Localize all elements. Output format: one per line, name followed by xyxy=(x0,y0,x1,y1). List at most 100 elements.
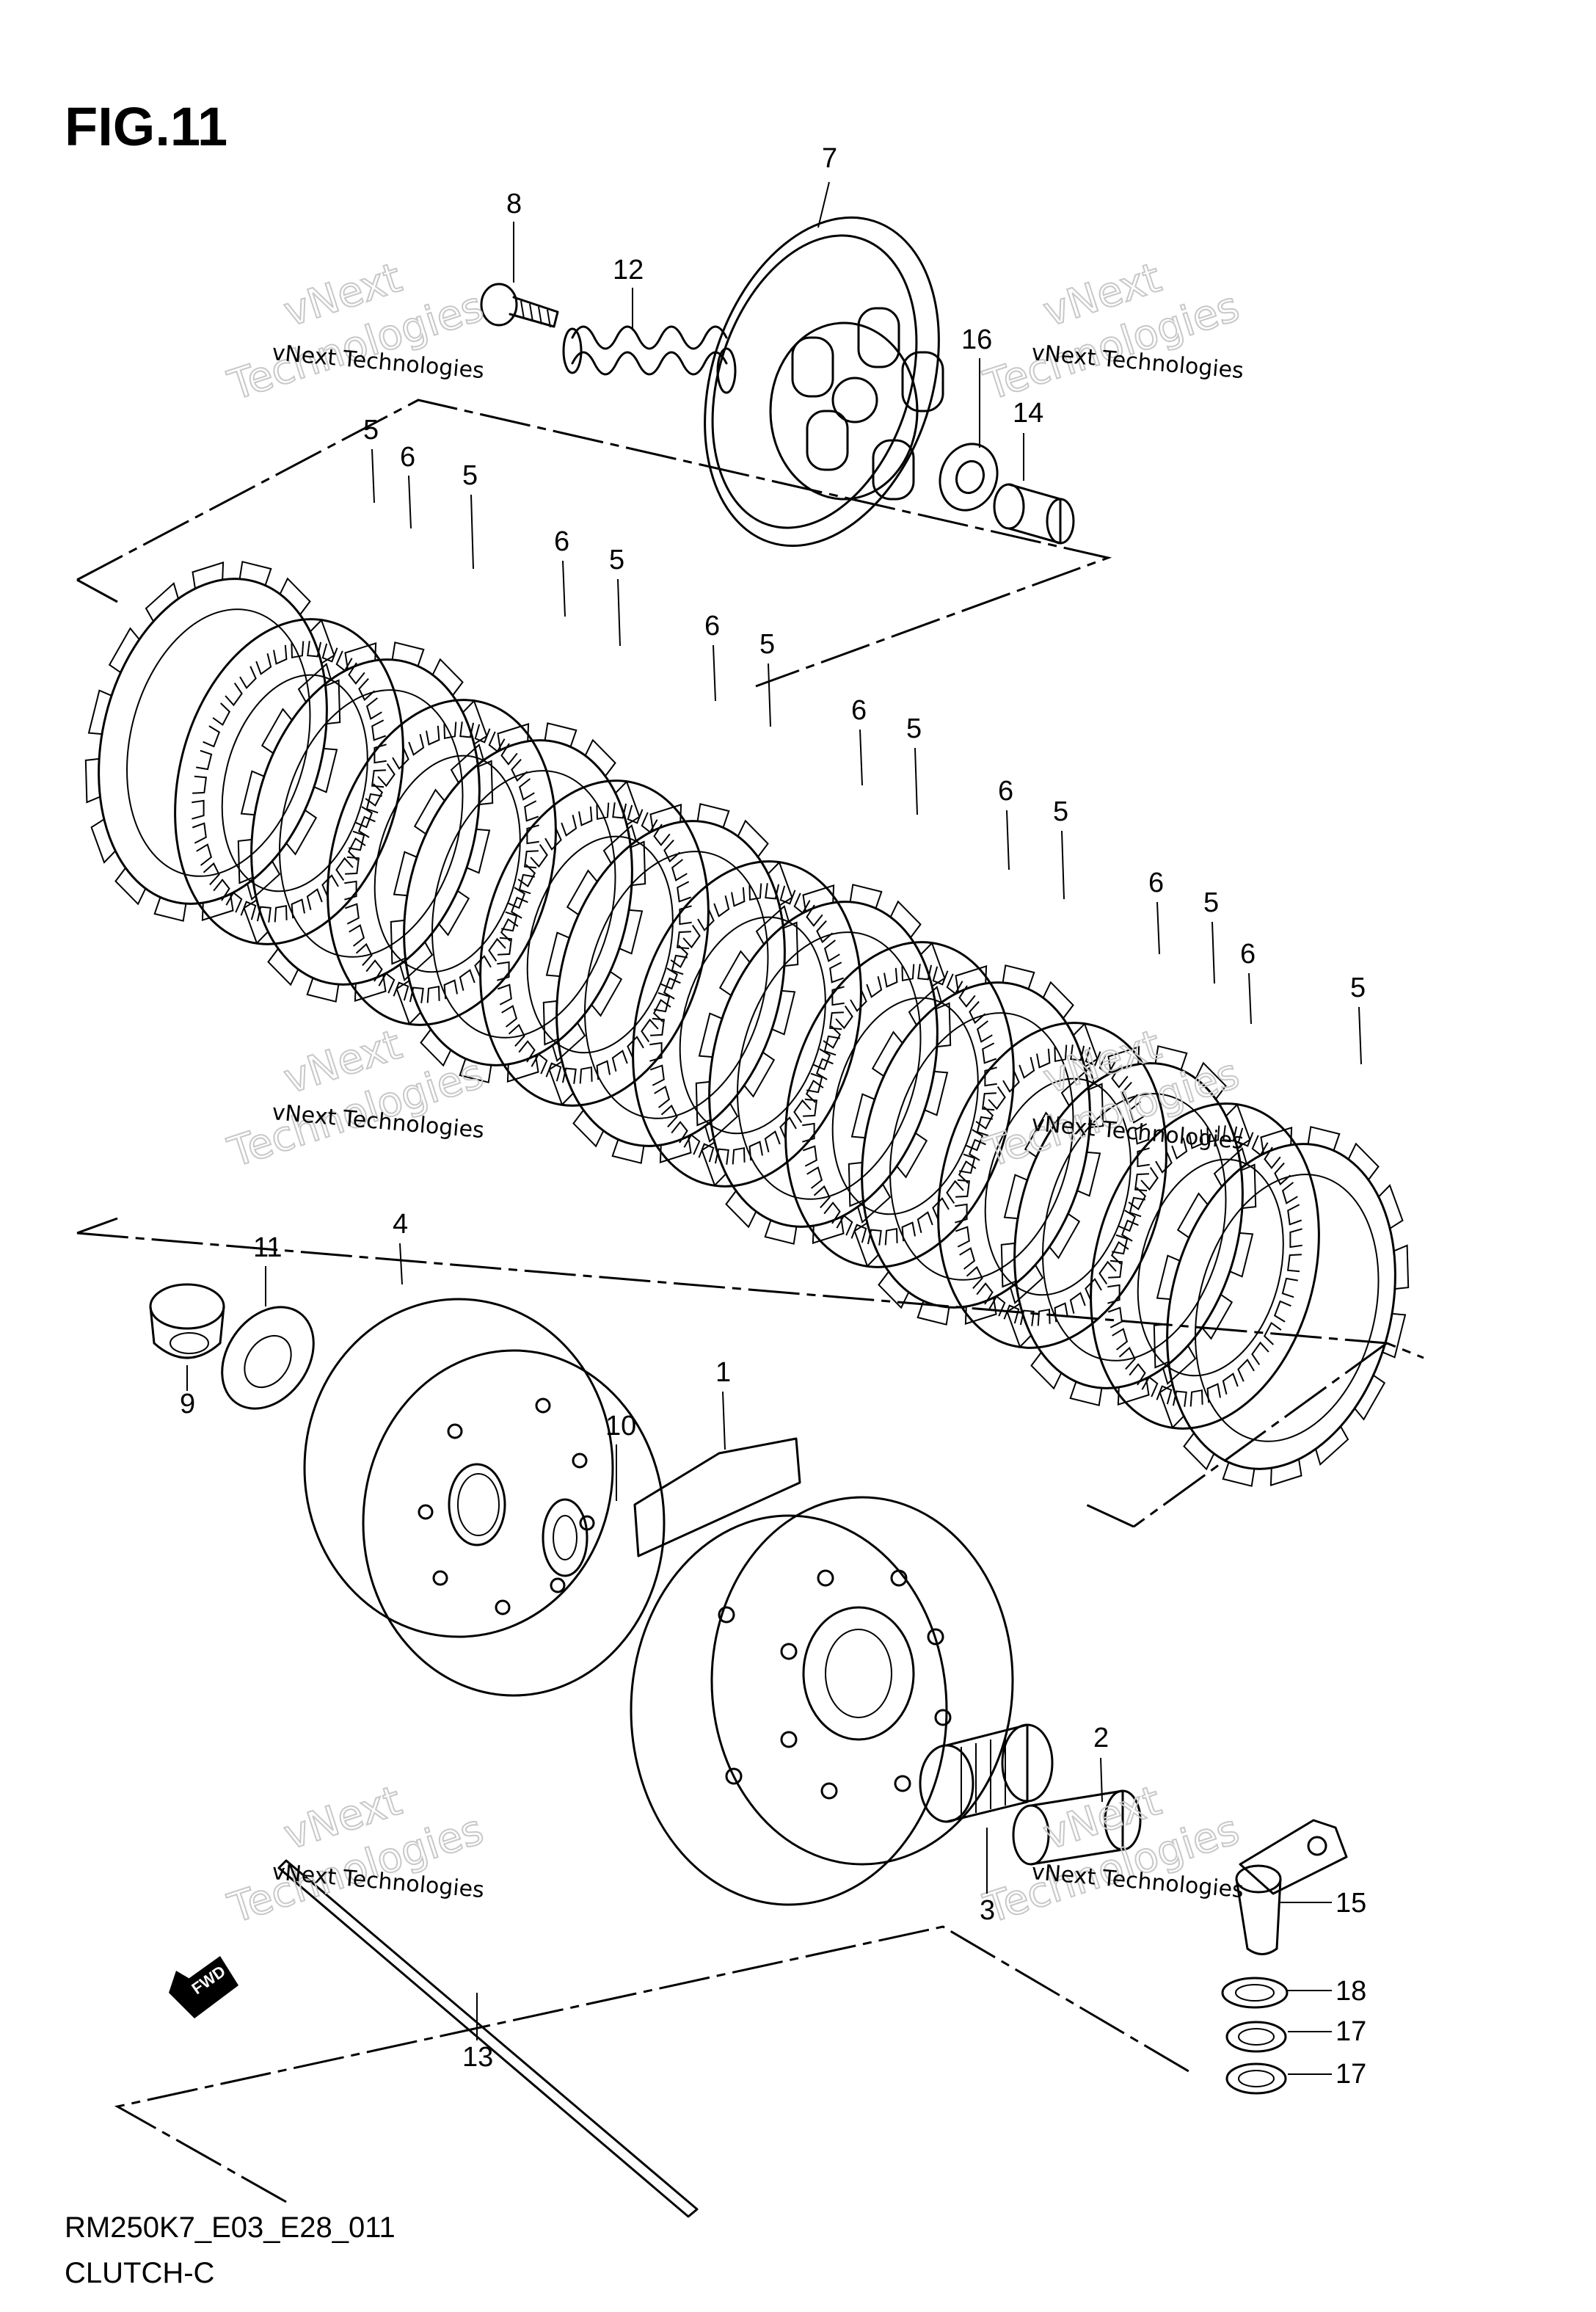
clutch-drive-plate xyxy=(937,1022,1167,1349)
plate-stack-outline xyxy=(76,1217,1424,1528)
clutch-drive-plate xyxy=(632,860,862,1188)
part-number-label: 5 xyxy=(906,713,922,744)
callout-6b: 6 xyxy=(554,526,569,617)
callout-5a: 5 xyxy=(363,415,379,504)
clutch-drive-plate xyxy=(1090,1102,1320,1430)
needle-bearing xyxy=(919,1723,1054,1823)
callout-8: 8 xyxy=(506,189,522,283)
part-number-label: 5 xyxy=(1350,973,1366,1003)
pressure-plate-group-outline xyxy=(76,399,1112,688)
callout-15: 15 xyxy=(1280,1888,1366,1919)
callout-6a: 6 xyxy=(400,442,415,529)
leader-line xyxy=(1006,810,1010,870)
callout-6g: 6 xyxy=(1240,939,1256,1025)
figure-title: FIG.11 xyxy=(65,96,227,157)
leader-line xyxy=(768,663,771,727)
callout-6c: 6 xyxy=(704,611,720,702)
part-number-label: 6 xyxy=(1148,868,1164,898)
callout-13: 13 xyxy=(462,1993,493,2073)
callout-2: 2 xyxy=(1093,1723,1109,1803)
leader-line xyxy=(817,181,830,228)
part-number-label: 5 xyxy=(363,415,379,446)
clutch-drive-plate xyxy=(784,941,1015,1268)
part-number-label: 13 xyxy=(462,2042,493,2073)
leader-line xyxy=(1061,830,1065,900)
callout-6d: 6 xyxy=(851,695,867,786)
part-number-label: 6 xyxy=(400,442,415,473)
part-number-label: 6 xyxy=(851,695,867,726)
friction-plate xyxy=(542,803,799,1164)
leader-line xyxy=(713,644,716,702)
release-camshaft xyxy=(1235,1819,1348,1955)
callout-5c: 5 xyxy=(609,545,624,647)
part-number-label: 12 xyxy=(613,255,644,286)
leader-line xyxy=(399,1243,403,1285)
friction-plate xyxy=(695,884,952,1245)
part-number-label: 15 xyxy=(1336,1888,1366,1919)
part-number-label: 18 xyxy=(1336,1976,1366,2007)
clutch-push-rod xyxy=(277,1859,699,2218)
leader-line xyxy=(1358,1006,1362,1065)
watermark-3: vNext Technologies vNext Technologies xyxy=(222,1020,489,1178)
callout-5f: 5 xyxy=(1053,796,1068,900)
watermark-2: vNext Technologies vNext Technologies xyxy=(977,253,1245,411)
needle-bearing-upper xyxy=(1225,2021,1287,2053)
friction-plate xyxy=(1153,1126,1410,1487)
part-number-label: 14 xyxy=(1013,398,1043,429)
part-number-label: 9 xyxy=(180,1389,195,1419)
callout-9: 9 xyxy=(180,1365,195,1419)
clutch-sleeve-hub xyxy=(303,1298,666,1697)
leader-line xyxy=(562,560,566,617)
callout-16: 16 xyxy=(961,324,992,448)
friction-plate xyxy=(848,964,1104,1326)
leader-line xyxy=(470,494,474,570)
watermark-4: vNext Technologies vNext Technologies xyxy=(977,1020,1245,1178)
leader-line xyxy=(859,729,863,786)
leader-line xyxy=(371,448,375,504)
part-number-label: 16 xyxy=(961,324,992,355)
callout-17b: 17 xyxy=(1288,2059,1366,2090)
leader-line xyxy=(1248,973,1252,1025)
leader-line xyxy=(408,475,412,529)
callout-6f: 6 xyxy=(1148,868,1164,955)
leader-line xyxy=(1100,1757,1103,1803)
part-number-label: 2 xyxy=(1093,1723,1109,1753)
oil-seal xyxy=(1221,1977,1289,2009)
clutch-plate-stack xyxy=(84,561,1410,1487)
part-number-label: 5 xyxy=(1053,796,1068,827)
callout-14: 14 xyxy=(1013,398,1043,481)
part-number-label: 17 xyxy=(1336,2059,1366,2090)
part-number-label: 11 xyxy=(253,1232,282,1263)
callout-5h: 5 xyxy=(1350,973,1366,1065)
leader-line xyxy=(1156,901,1160,955)
part-number-label: 5 xyxy=(759,629,775,660)
leader-line xyxy=(1211,921,1215,984)
clutch-spring xyxy=(562,325,737,394)
clutch-drive-plate xyxy=(327,699,557,1026)
part-number-label: 6 xyxy=(554,526,569,557)
pressure-plate xyxy=(704,216,944,548)
callout-12: 12 xyxy=(613,255,644,330)
callout-5g: 5 xyxy=(1203,887,1219,984)
part-number-label: 6 xyxy=(998,776,1013,807)
fwd-arrow-icon: FWD xyxy=(169,1956,238,2018)
callout-10: 10 xyxy=(605,1411,636,1501)
push-piece xyxy=(993,483,1075,545)
friction-plate xyxy=(390,722,646,1083)
watermark-5: vNext Technologies vNext Technologies xyxy=(222,1776,489,1934)
leader-line xyxy=(914,747,918,815)
part-number-label: 6 xyxy=(704,611,720,641)
callout-11: 11 xyxy=(253,1232,282,1306)
clutch-drive-plate xyxy=(479,779,710,1107)
part-number-label: 17 xyxy=(1336,2016,1366,2047)
model-code: RM250K7_E03_E28_011 xyxy=(65,2211,396,2244)
part-number-label: 5 xyxy=(1203,887,1219,918)
part-number-label: 8 xyxy=(506,189,522,219)
callout-18: 18 xyxy=(1288,1976,1366,2007)
needle-bearing-lower xyxy=(1225,2062,1287,2095)
friction-plate xyxy=(237,641,494,1003)
callout-5e: 5 xyxy=(906,713,922,815)
part-number-label: 7 xyxy=(822,143,837,174)
